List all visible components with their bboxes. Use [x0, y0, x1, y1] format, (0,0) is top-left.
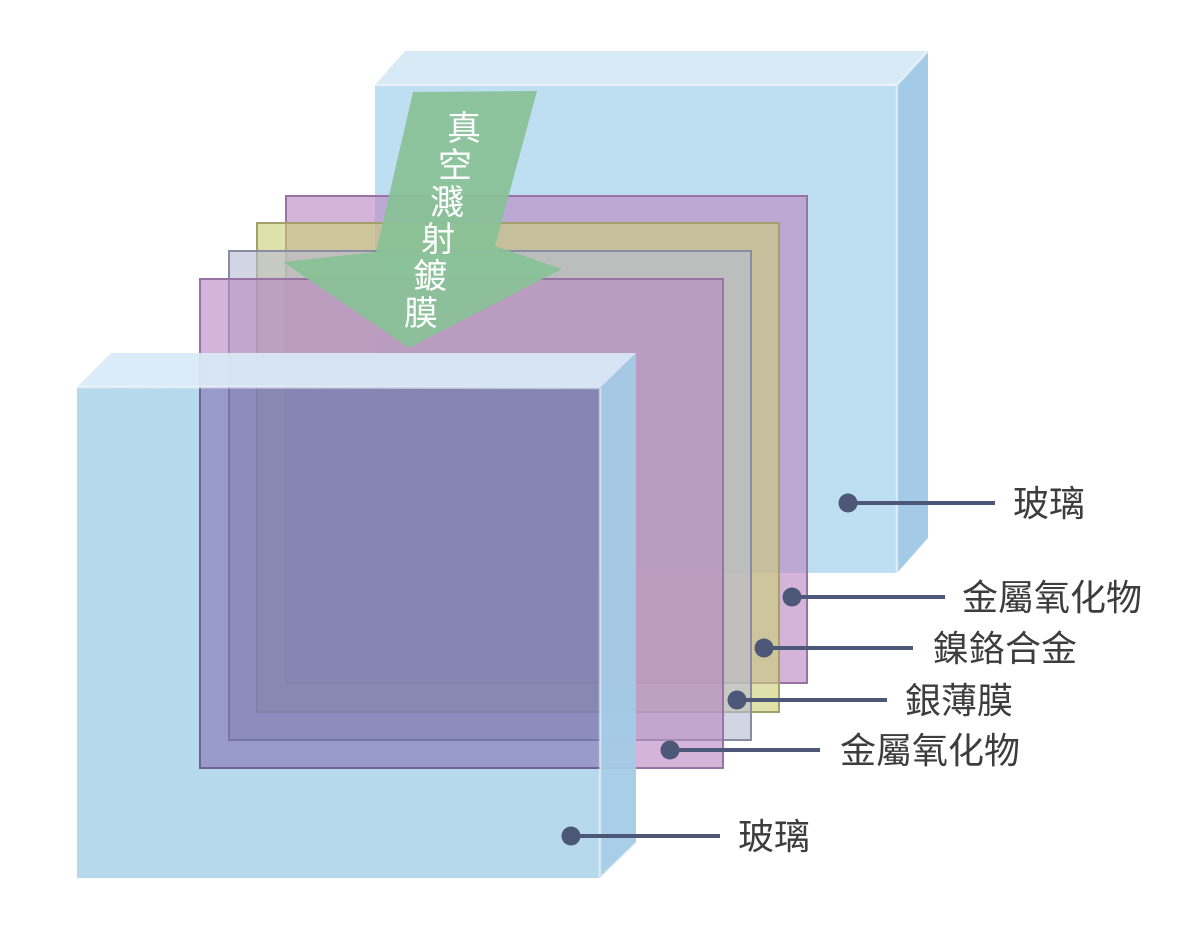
callout-dot	[727, 690, 747, 710]
callout-label: 銀薄膜	[905, 681, 1013, 722]
front-glass-side-face	[600, 353, 636, 878]
callout-silver-film: 銀薄膜	[727, 681, 1013, 722]
arrow-char-2: 空	[438, 146, 472, 186]
callout-label: 玻璃	[1013, 484, 1085, 525]
callout-glass-bottom: 玻璃	[561, 817, 810, 858]
callout-label: 金屬氧化物	[840, 731, 1020, 772]
callout-dot	[561, 826, 581, 846]
sputter-arrow: 真 空 濺 射 鍍 膜	[283, 91, 562, 348]
front-glass-panel	[76, 353, 637, 879]
front-glass-top-face	[77, 353, 636, 388]
sputter-arrow-shape	[283, 91, 562, 348]
callout-glass-top: 玻璃	[838, 484, 1085, 525]
callout-nickel-chromium: 鎳鉻合金	[754, 629, 1077, 670]
front-glass-bevel	[76, 385, 637, 879]
callout-metal-oxide-inner: 金屬氧化物	[660, 731, 1020, 772]
front-glass-front-face	[77, 387, 600, 878]
callout-dot	[660, 740, 680, 760]
callout-dot	[838, 493, 858, 513]
callout-label: 玻璃	[738, 817, 810, 858]
arrow-char-1: 真	[447, 109, 481, 149]
back-glass-side-face	[897, 51, 928, 573]
arrow-char-6: 膜	[404, 294, 438, 334]
callout-label: 金屬氧化物	[962, 578, 1142, 619]
callout-dot	[782, 587, 802, 607]
arrow-char-4: 射	[421, 220, 455, 260]
arrow-char-3: 濺	[430, 183, 464, 223]
callout-metal-oxide-outer: 金屬氧化物	[782, 578, 1142, 619]
callout-label: 鎳鉻合金	[933, 629, 1077, 670]
back-glass-bevel	[375, 50, 929, 573]
arrow-char-5: 鍍	[413, 257, 447, 297]
callout-dot	[754, 638, 774, 658]
back-glass-top-face	[375, 51, 928, 85]
